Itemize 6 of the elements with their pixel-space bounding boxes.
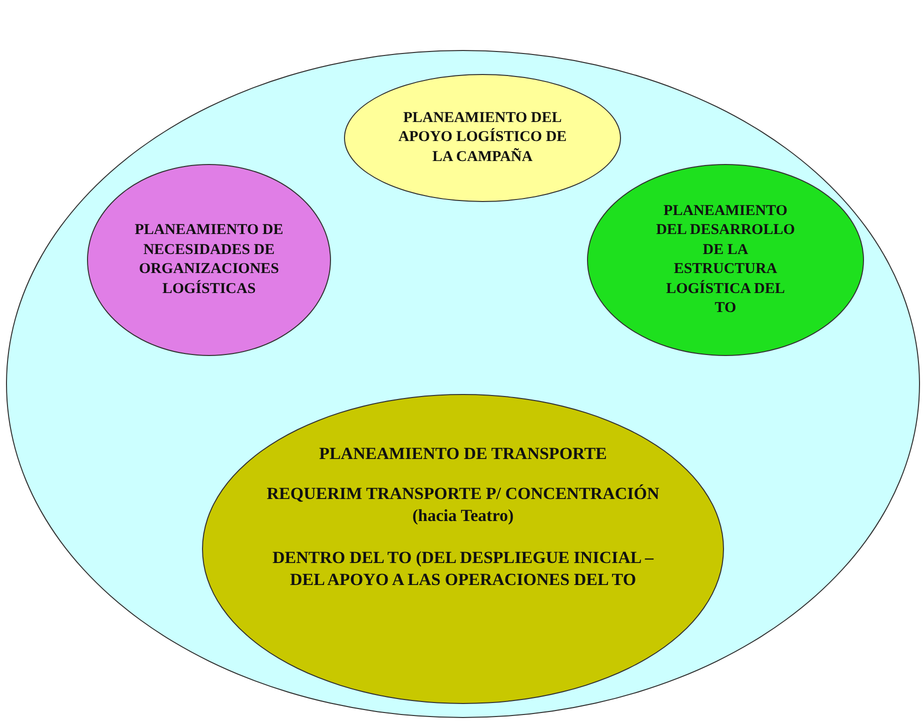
ellipse-heading: PLANEAMIENTO DE TRANSPORTE xyxy=(319,443,607,465)
ellipse-label: PLANEAMIENTO DE NECESIDADES DE ORGANIZACIONES LOGÍSTICAS xyxy=(134,221,284,298)
ellipse-label: DENTRO DEL TO (DEL DESPLIEGUE INICIAL – DEL APOYO A LAS OPERACIONES DEL TO xyxy=(271,547,655,592)
ellipse-label: REQUERIM TRANSPORTE P/ CONCENTRACIÓN (hacia Teatro) xyxy=(266,483,660,528)
ellipse-label: PLANEAMIENTO DEL APOYO LOGÍSTICO DE LA CAMPAÑA xyxy=(397,108,568,167)
ellipse-label: PLANEAMIENTO DEL DESARROLLO DE LA ESTRUCTURA LOGÍSTICA DEL TO xyxy=(656,202,796,318)
